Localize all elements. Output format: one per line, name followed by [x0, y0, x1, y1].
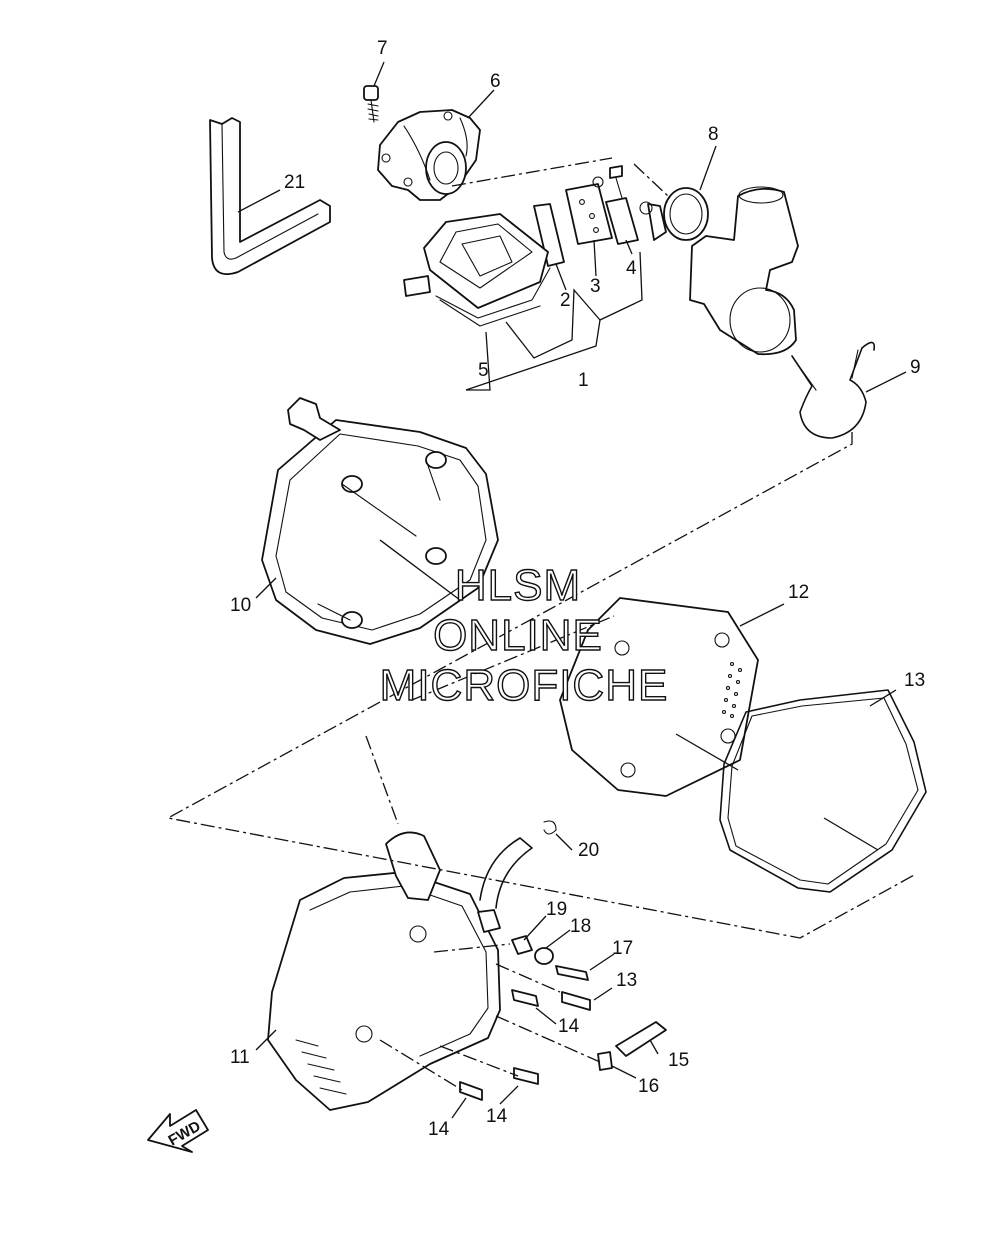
part-1-reed-valve: [403, 213, 549, 309]
callout-14a: 13: [616, 970, 637, 991]
callout-17: 17: [612, 938, 633, 959]
part-6-housing: [377, 109, 481, 201]
callout-18: 18: [570, 916, 591, 937]
callout-3: 3: [590, 276, 601, 297]
callout-11: 11: [230, 1047, 250, 1068]
callout-8: 8: [708, 124, 719, 145]
part-7-bolt: [363, 85, 379, 123]
watermark-line-1: HLSM: [455, 561, 581, 610]
callout-6: 6: [490, 71, 501, 92]
fwd-arrow-icon: FWD: [147, 1109, 209, 1153]
callout-10: 10: [230, 595, 251, 616]
part-21-hose: [209, 117, 331, 276]
watermark-line-2: ONLINE: [433, 611, 603, 660]
part-13-gasket: [719, 689, 927, 893]
part-5-gasket: [435, 267, 551, 327]
assembly-lines: [166, 157, 917, 1091]
part-11-lower-cover: [267, 831, 533, 1111]
callout-labels: 7 6 8 21 4 3 2 5 1 9 10 12 13 20 19 18 1…: [230, 38, 925, 1140]
callout-2: 2: [560, 290, 571, 311]
callout-14c: 14: [486, 1106, 508, 1127]
callout-14d: 14: [428, 1119, 450, 1140]
parts-2-3-4-reed: [533, 165, 639, 267]
callout-4: 4: [626, 258, 637, 279]
part-10-cover: [261, 397, 499, 645]
leader-lines: [237, 61, 907, 1119]
callout-13: 13: [904, 670, 925, 691]
part-9-spring-clip: [791, 341, 876, 439]
callout-14b: 14: [558, 1016, 580, 1037]
callout-15: 15: [668, 1050, 689, 1071]
callout-19: 19: [546, 899, 567, 920]
callout-16: 16: [638, 1076, 659, 1097]
callout-12: 12: [788, 582, 809, 603]
hardware-14-20: [459, 820, 667, 1101]
watermark-line-3: MICROFICHE: [380, 661, 669, 710]
part-8-clamp: [639, 187, 709, 241]
callout-7: 7: [377, 38, 388, 59]
watermark: HLSM ONLINE MICROFICHE: [379, 560, 669, 710]
callout-5: 5: [478, 360, 489, 381]
intake-manifold: [689, 186, 799, 356]
callout-1: 1: [578, 370, 589, 391]
callout-20: 20: [578, 840, 599, 861]
callout-21: 21: [284, 172, 305, 193]
callout-9: 9: [910, 357, 921, 378]
